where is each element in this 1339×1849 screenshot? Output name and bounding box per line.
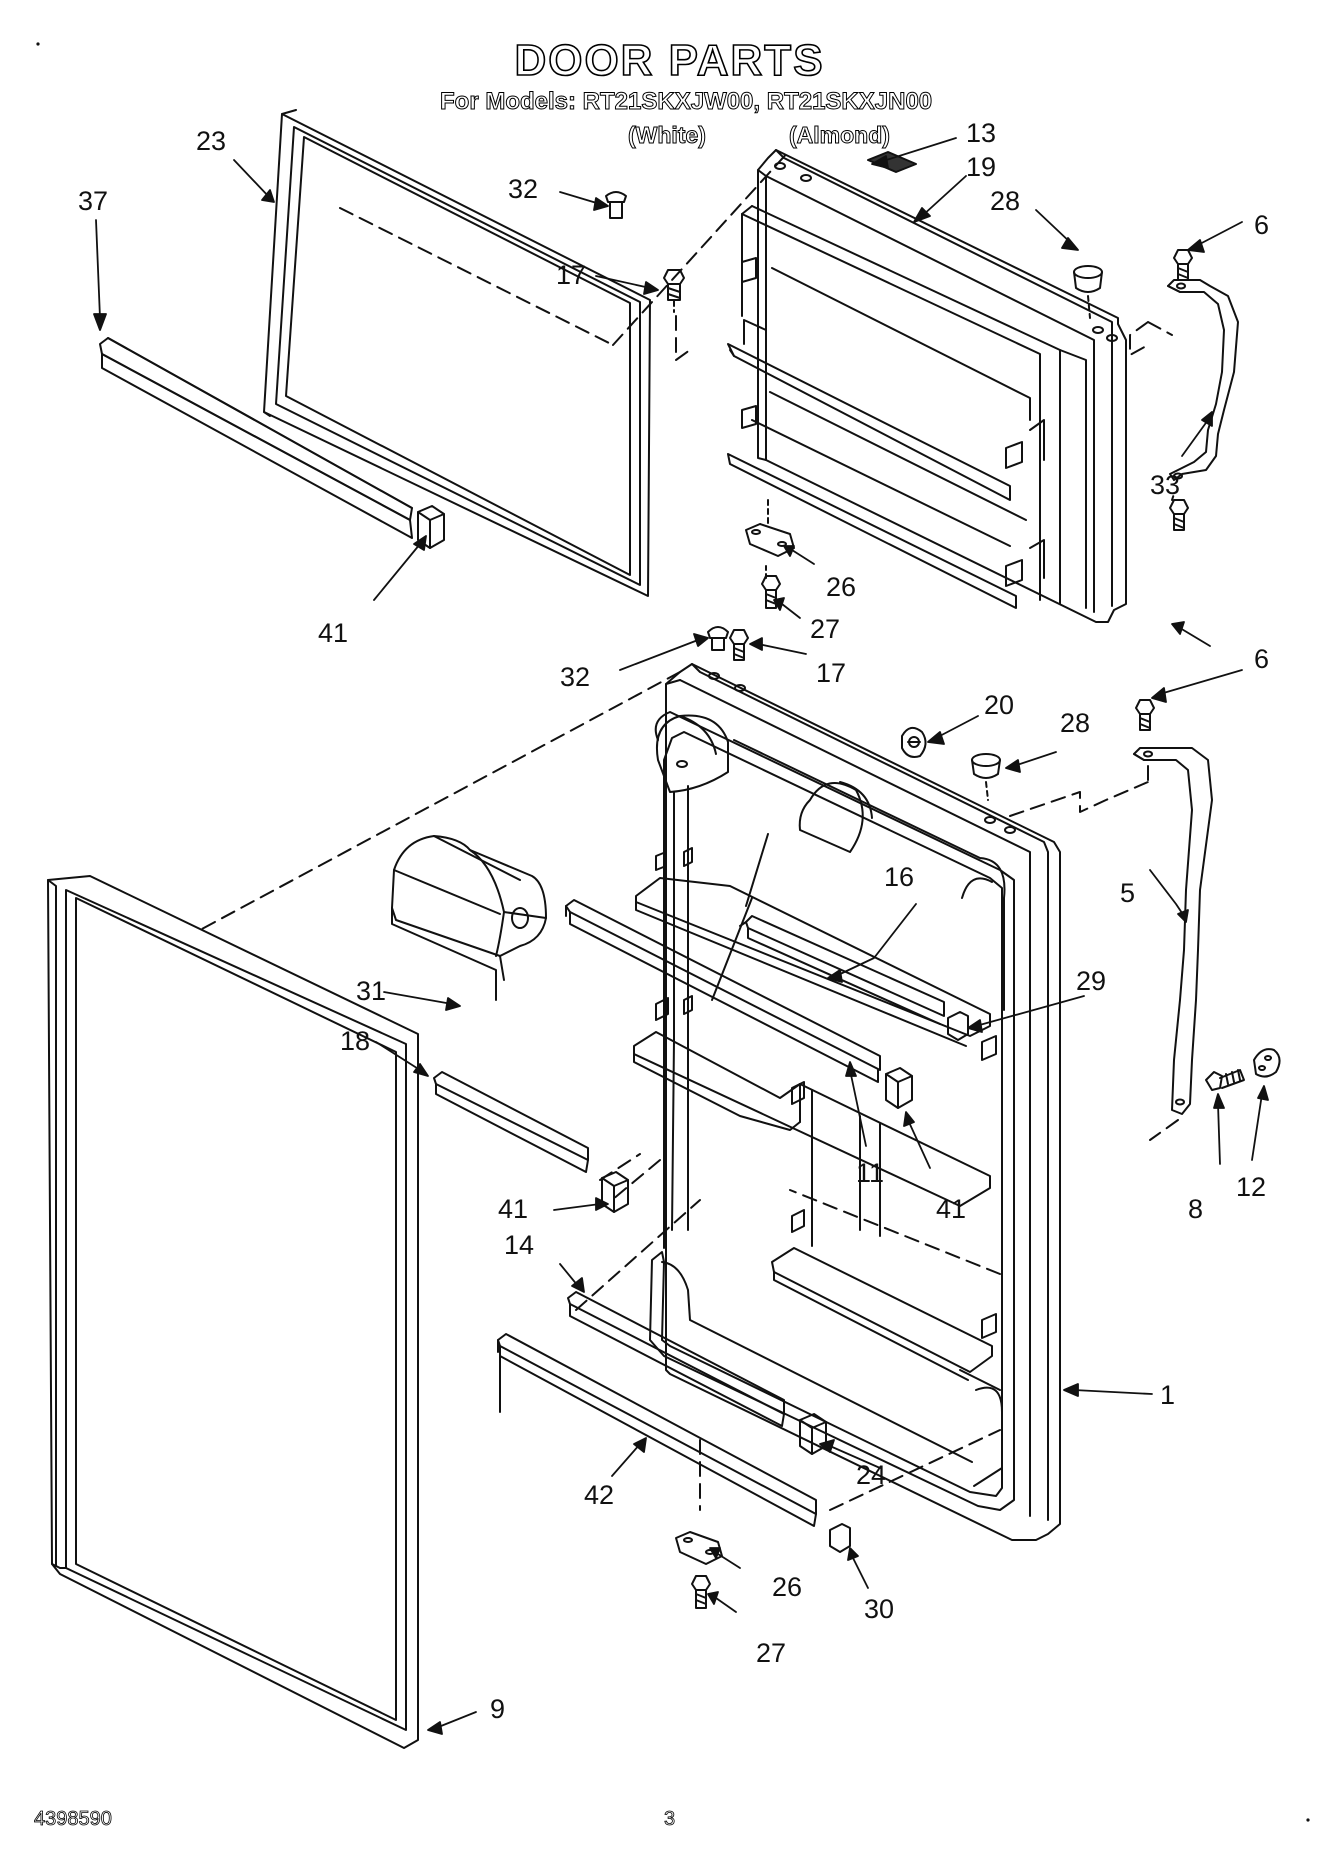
document-number: 4398590: [34, 1808, 113, 1831]
callout-27-bottom: 27: [756, 1638, 787, 1668]
callout-6-top: 6: [1254, 210, 1270, 240]
callout-11: 11: [856, 1158, 885, 1188]
callout-8: 8: [1188, 1194, 1204, 1224]
callout-leaders: [94, 138, 1268, 1734]
callout-33: 33: [1150, 470, 1181, 500]
callout-19: 19: [966, 152, 997, 182]
callout-28-top: 28: [990, 186, 1021, 216]
callout-42: 42: [584, 1480, 615, 1510]
callout-28-mid: 28: [1060, 708, 1091, 738]
callout-26-top: 26: [826, 572, 857, 602]
callout-37: 37: [78, 186, 109, 216]
handle-trim-screw: [1206, 1070, 1244, 1090]
door-shelf-bar-14: [568, 1292, 784, 1426]
refrigerator-door-gasket: [48, 876, 418, 1748]
handle-screw-top: [1174, 250, 1192, 280]
refrigerator-handle: [1134, 748, 1212, 1114]
callout-23: 23: [196, 126, 227, 156]
freezer-door: [728, 150, 1126, 622]
door-shelf-bar-16: [740, 916, 944, 1024]
handle-screw-mid: [1136, 700, 1154, 730]
shelf-end-cap-29: [948, 1012, 968, 1040]
hinge-screw-mid: [730, 630, 748, 660]
dairy-compartment-door: [392, 836, 546, 1000]
hinge-pin-top: [606, 192, 626, 218]
door-stop-cam: [902, 728, 926, 757]
color-white-label: (White): [628, 122, 707, 149]
callout-24: 24: [856, 1460, 887, 1490]
callout-13: 13: [966, 118, 997, 148]
freezer-shelf-bar: [100, 338, 412, 538]
hinge-pin-mid: [708, 627, 728, 650]
hole-plug-top: [1074, 266, 1102, 318]
alignment-lines-top: [340, 150, 1172, 360]
model-numbers: For Models: RT21SKXJW00, RT21SKXJN00: [439, 88, 933, 116]
callout-6-mid: 6: [1254, 644, 1270, 674]
callout-20: 20: [984, 690, 1015, 720]
hinge-screw-top: [664, 270, 684, 312]
shelf-clip-24: [800, 1414, 826, 1454]
freezer-handle: [1168, 280, 1238, 480]
callout-41-right: 41: [936, 1194, 967, 1224]
callout-26-bottom: 26: [772, 1572, 803, 1602]
hinge-screw-27-bottom: [692, 1576, 710, 1608]
callout-41-left: 41: [498, 1194, 529, 1224]
callout-32-top: 32: [508, 174, 539, 204]
callout-17-mid: 17: [816, 658, 847, 688]
callout-29: 29: [1076, 966, 1107, 996]
door-shelf-bar-42: [498, 1334, 816, 1526]
callout-31: 31: [356, 976, 387, 1006]
freezer-door-gasket: [264, 110, 650, 596]
handle-screw-lower: [1170, 494, 1188, 530]
callout-9: 9: [490, 1694, 506, 1724]
door-shelf-bar-18: [434, 1072, 588, 1172]
callout-41-top: 41: [318, 618, 349, 648]
shelf-clip-top: [418, 506, 444, 548]
hole-plug-mid: [972, 754, 1000, 800]
handle-end-cap: [1254, 1049, 1280, 1076]
callout-30: 30: [864, 1594, 895, 1624]
shelf-clip-right: [886, 1068, 912, 1108]
callout-16: 16: [884, 862, 915, 892]
callout-27-top: 27: [810, 614, 841, 644]
callout-5: 5: [1120, 878, 1136, 908]
page-number: 3: [664, 1808, 676, 1831]
callout-32-mid: 32: [560, 662, 591, 692]
shelf-end-cap-30: [830, 1524, 850, 1552]
page-title: DOOR PARTS: [514, 35, 825, 86]
alignment-lines-mid: [200, 672, 1178, 1510]
refrigerator-door: [634, 664, 1060, 1540]
callout-12: 12: [1236, 1172, 1267, 1202]
color-almond-label: (Almond): [789, 122, 891, 149]
callout-14: 14: [504, 1230, 535, 1260]
callout-18: 18: [340, 1026, 371, 1056]
door-shelf-bar-11: [566, 900, 880, 1082]
hinge-screw-27-top: [762, 566, 780, 608]
callout-1: 1: [1160, 1380, 1176, 1410]
callout-17-top: 17: [556, 260, 587, 290]
